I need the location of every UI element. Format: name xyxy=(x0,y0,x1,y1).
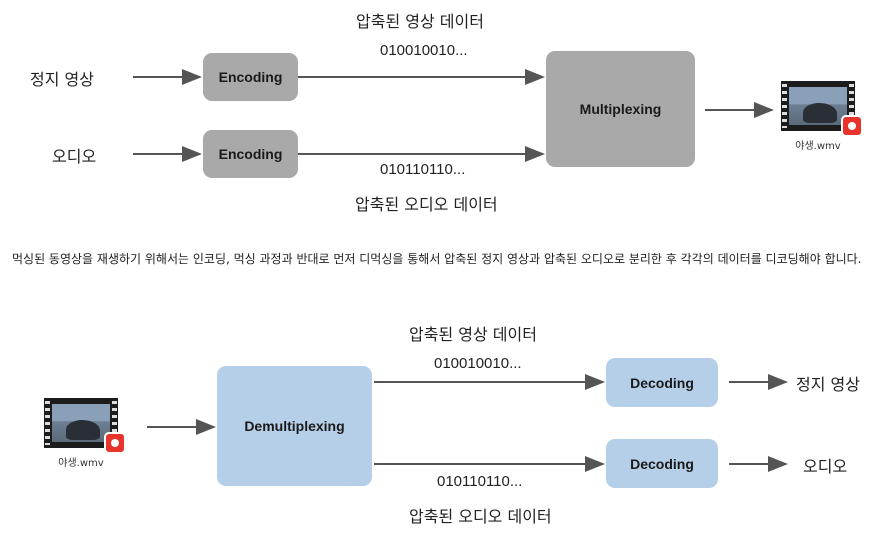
audio-bitstream: 010110110... xyxy=(437,473,523,490)
encoding-muxing-diagram: 정지 영상 오디오 Encoding Encoding Multiplexing… xyxy=(0,0,895,222)
audio-bitstream: 010110110... xyxy=(380,161,466,178)
compressed-video-data-label: 압축된 영상 데이터 xyxy=(409,325,537,344)
decoding-box-video: Decoding xyxy=(606,358,718,407)
player-badge-icon xyxy=(841,115,863,137)
multiplexing-box: Multiplexing xyxy=(546,51,695,167)
audio-input-label: 오디오 xyxy=(52,147,97,166)
decoding-box-audio: Decoding xyxy=(606,439,718,488)
audio-output-label: 오디오 xyxy=(803,457,848,476)
file-name: 야생.wmv xyxy=(58,458,104,469)
demuxing-decoding-diagram: 야생.wmv Demultiplexing 압축된 영상 데이터 0100100… xyxy=(0,312,895,533)
top-arrows xyxy=(133,69,774,162)
demultiplexing-box: Demultiplexing xyxy=(217,366,372,486)
encoding-box-audio: Encoding xyxy=(203,130,298,178)
description-text: 먹싱된 동영상을 재생하기 위해서는 인코딩, 먹싱 과정과 반대로 먼저 디먹… xyxy=(12,252,862,266)
video-thumbnail-icon xyxy=(781,81,855,131)
wmv-file-output: 야생.wmv xyxy=(781,81,865,153)
compressed-audio-data-label: 압축된 오디오 데이터 xyxy=(409,507,552,526)
video-output-label: 정지 영상 xyxy=(796,375,860,394)
video-bitstream: 010010010... xyxy=(434,355,522,372)
encoding-box-video: Encoding xyxy=(203,53,298,101)
video-input-label: 정지 영상 xyxy=(30,70,94,89)
video-bitstream: 010010010... xyxy=(380,42,468,59)
bottom-arrows xyxy=(147,374,788,472)
file-name: 야생.wmv xyxy=(795,141,841,152)
wmv-file-input: 야생.wmv xyxy=(44,398,128,470)
player-badge-icon xyxy=(104,432,126,454)
compressed-audio-data-label: 압축된 오디오 데이터 xyxy=(355,195,498,214)
compressed-video-data-label: 압축된 영상 데이터 xyxy=(356,12,484,31)
